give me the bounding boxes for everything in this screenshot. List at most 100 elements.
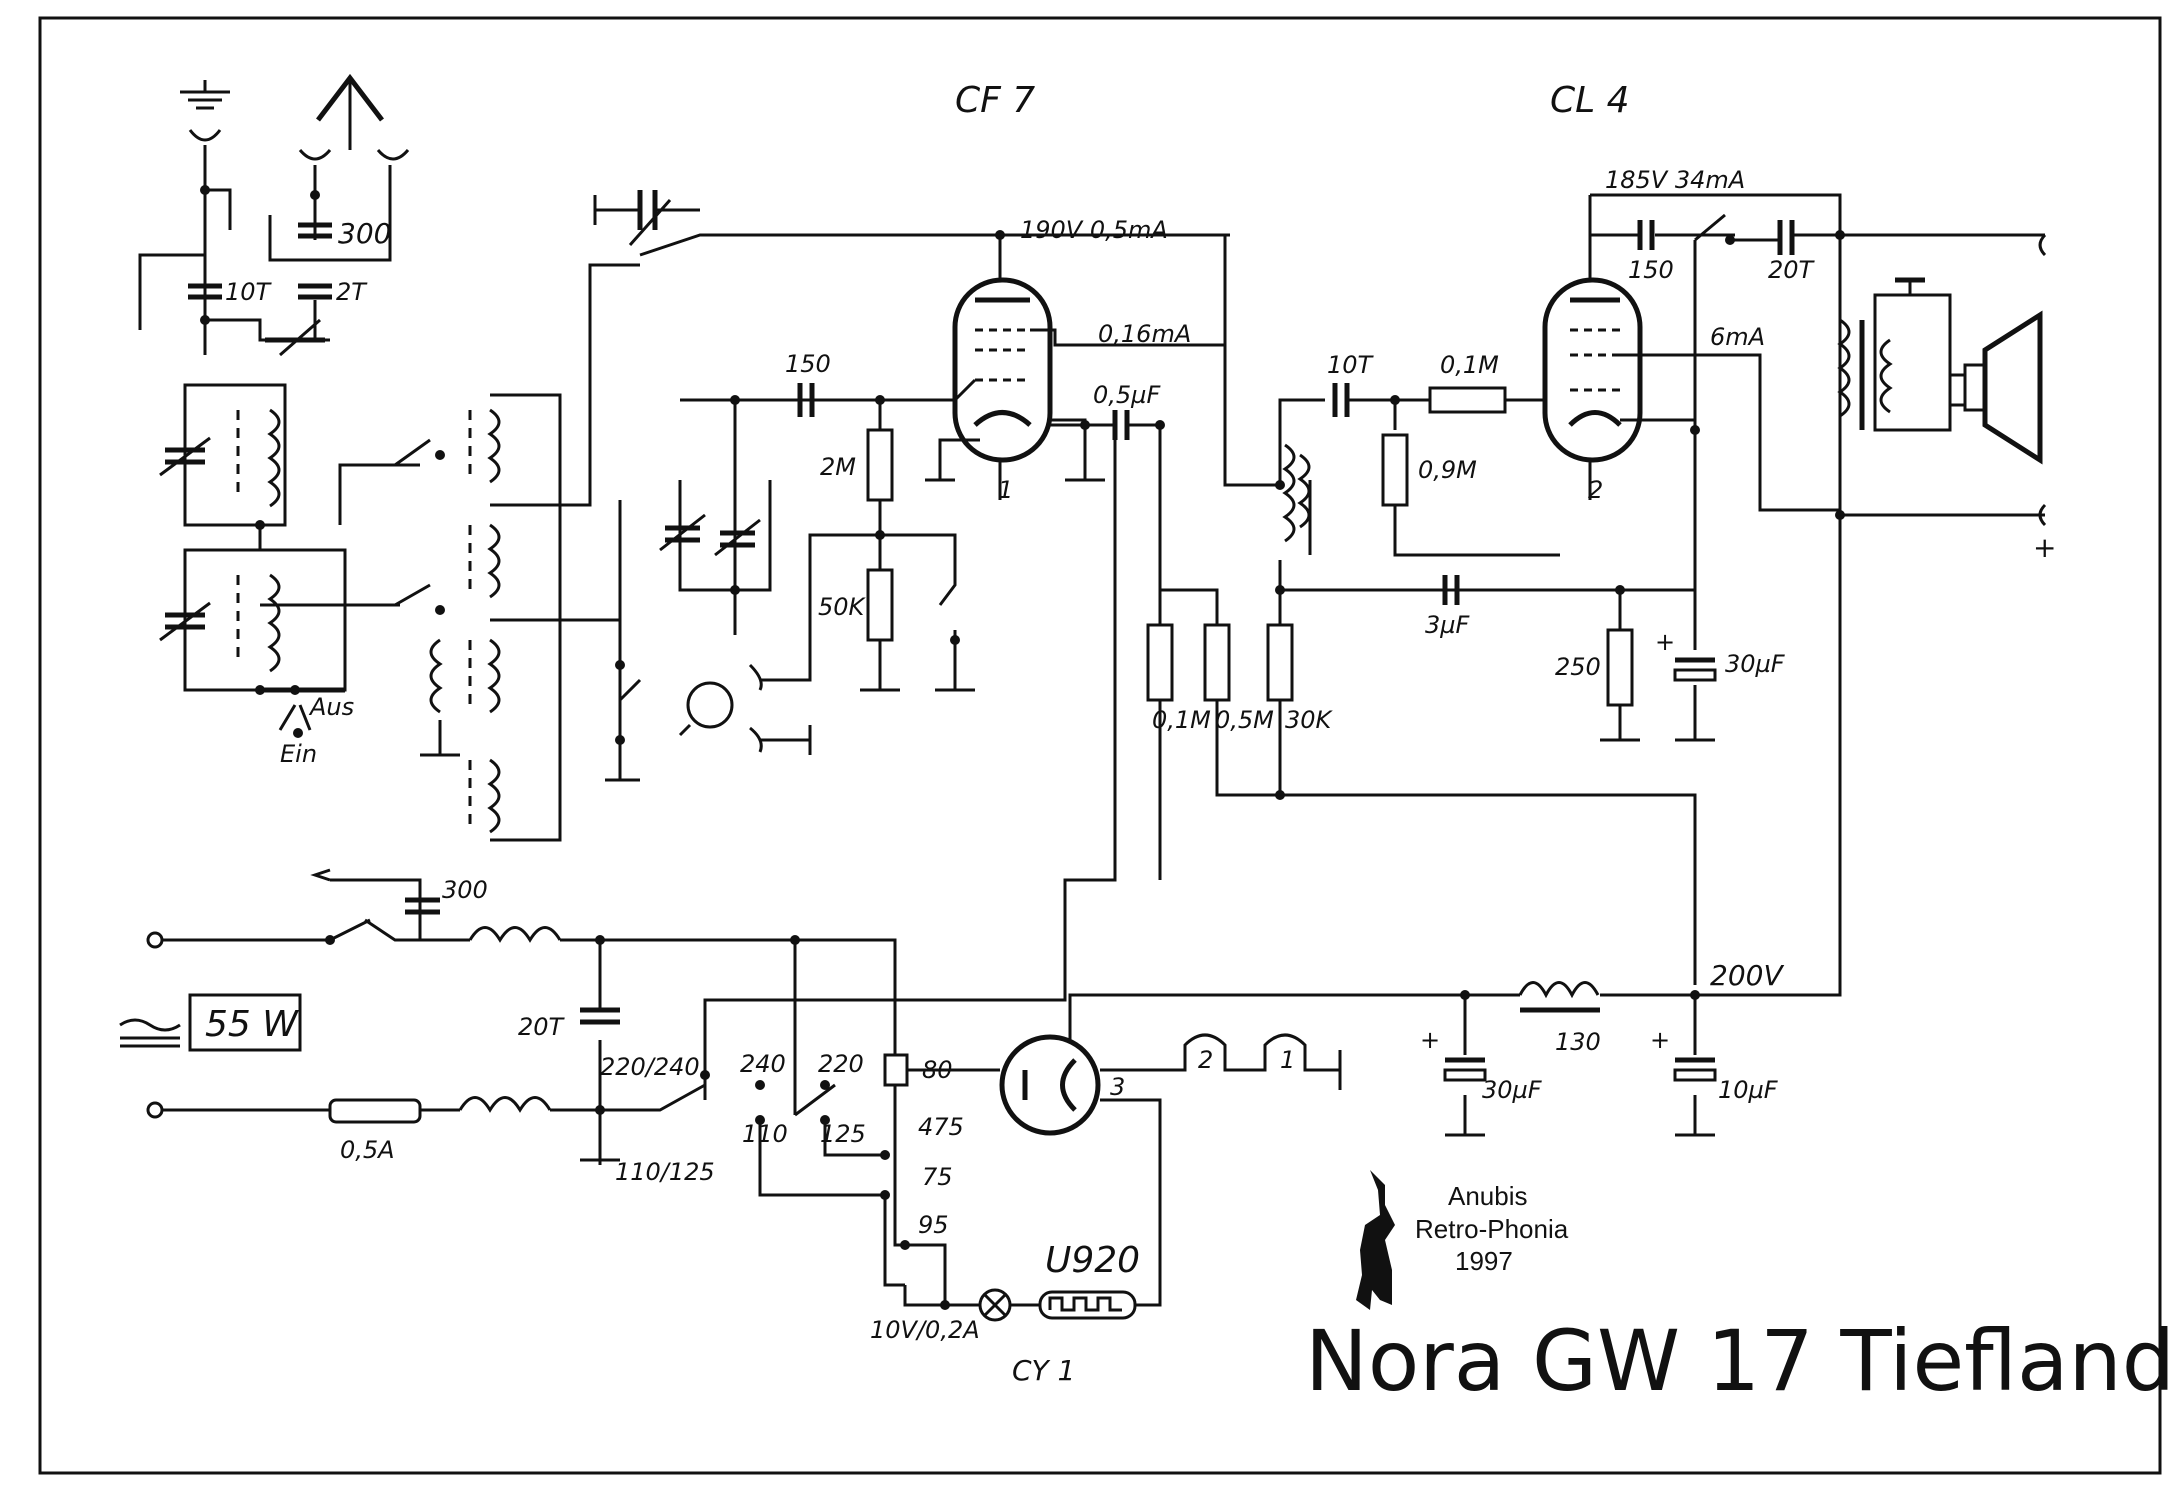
label-t75: 75 bbox=[922, 1163, 953, 1191]
resistor-2M bbox=[866, 428, 894, 502]
label-r01M-divider: 0,1M bbox=[1152, 706, 1211, 734]
anubis-logo bbox=[1356, 1170, 1395, 1310]
band-switch-1 bbox=[340, 438, 445, 467]
coil-lower bbox=[236, 573, 281, 673]
label-plus: + bbox=[2033, 531, 2056, 564]
label-c10uF: 10µF bbox=[1718, 1076, 1779, 1104]
mains-terminal-2 bbox=[146, 1101, 164, 1119]
label-190v: 190V 0,5mA bbox=[1020, 216, 1168, 244]
label-r2M: 2M bbox=[820, 453, 856, 481]
pickup-input-symbol bbox=[678, 663, 812, 755]
capacitor-300-input bbox=[298, 222, 332, 239]
coil-upper bbox=[236, 408, 281, 508]
resistor-30K bbox=[1266, 623, 1294, 702]
label-c150-grid: 150 bbox=[785, 350, 831, 378]
coil-box-lower bbox=[183, 548, 347, 692]
label-tap240: 240 bbox=[740, 1050, 786, 1078]
capacitor-20T-anode bbox=[1777, 220, 1795, 255]
label-tap-220-240: 220/240 bbox=[600, 1053, 700, 1081]
label-c05uF: 0,5µF bbox=[1093, 381, 1161, 409]
tube-cl4 bbox=[1542, 277, 1643, 463]
capacitor-05uF bbox=[1112, 410, 1130, 440]
electrolytic-capacitor-30uF-cathode bbox=[1673, 657, 1717, 682]
label-c3uF: 3µF bbox=[1425, 611, 1471, 639]
label-r250: 250 bbox=[1555, 653, 1601, 681]
label-tube-cy1-text: CY 1 bbox=[1012, 1354, 1075, 1387]
capacitor-2T-input bbox=[298, 283, 332, 300]
diagram-title: Nora GW 17 Tiefland bbox=[1305, 1312, 2175, 1410]
label-c150-anode: 150 bbox=[1628, 256, 1674, 284]
label-c10T-grid: 10T bbox=[1327, 351, 1375, 379]
label-plus-c10: + bbox=[1650, 1026, 1670, 1054]
mains-terminal-1 bbox=[146, 931, 164, 949]
label-c30uF-filter: 30µF bbox=[1482, 1076, 1543, 1104]
label-c2T: 2T bbox=[336, 278, 368, 306]
capacitor-10T-input bbox=[188, 283, 222, 300]
label-filament2: 2 bbox=[1198, 1046, 1213, 1074]
filter-choke-130 bbox=[1518, 981, 1600, 1013]
resistor-01M-divider bbox=[1146, 623, 1174, 702]
credit-line2: Retro-Phonia bbox=[1415, 1214, 1569, 1244]
credit-line3: 1997 bbox=[1455, 1246, 1513, 1276]
label-filament1: 1 bbox=[1280, 1046, 1295, 1074]
variable-capacitor-upper bbox=[159, 436, 211, 477]
resistor-tap-block bbox=[883, 1053, 909, 1087]
output-transformer bbox=[1837, 277, 1952, 432]
label-fuse: 0,5A bbox=[340, 1136, 395, 1164]
label-aus: Aus bbox=[308, 693, 354, 721]
label-r50K: 50K bbox=[818, 593, 867, 621]
label-tap220: 220 bbox=[818, 1050, 864, 1078]
label-tap125: 125 bbox=[820, 1120, 866, 1148]
label-lamp: 10V/0,2A bbox=[870, 1316, 980, 1344]
resistor-250 bbox=[1606, 628, 1634, 707]
variable-capacitor-lower bbox=[159, 601, 211, 642]
label-200v: 200V bbox=[1710, 959, 1784, 992]
loudspeaker-symbol bbox=[1950, 310, 2043, 465]
label-u920: U920 bbox=[1045, 1240, 1140, 1281]
pilot-lamp bbox=[978, 1288, 1012, 1322]
label-c20T-anode: 20T bbox=[1768, 256, 1816, 284]
label-c300-mains: 300 bbox=[442, 876, 488, 904]
capacitor-3uF bbox=[1442, 575, 1460, 605]
choke-mains-lower bbox=[458, 1096, 552, 1113]
trimmer-capacitor-input bbox=[265, 318, 325, 357]
fuse bbox=[328, 1098, 422, 1124]
power-switch bbox=[325, 918, 371, 945]
label-r09M: 0,9M bbox=[1418, 456, 1477, 484]
label-6ma: 6mA bbox=[1710, 323, 1765, 351]
label-tap-110-125: 110/125 bbox=[615, 1158, 715, 1186]
label-tap110: 110 bbox=[742, 1120, 788, 1148]
band-switch-2 bbox=[394, 583, 445, 615]
label-tube-cl4-pin: 2 bbox=[1588, 476, 1603, 504]
label-c30uF-cathode: 30µF bbox=[1725, 650, 1786, 678]
heater-filaments bbox=[1100, 1033, 1340, 1072]
tube-cy1 bbox=[999, 1034, 1101, 1136]
label-rect-pin: 3 bbox=[1110, 1073, 1125, 1101]
ground-symbol bbox=[180, 80, 230, 142]
label-c20T-mains: 20T bbox=[518, 1013, 566, 1041]
capacitor-300-mains bbox=[405, 897, 440, 915]
label-plus-c30-cathode: + bbox=[1655, 628, 1675, 656]
label-c10T: 10T bbox=[225, 278, 273, 306]
label-l130: 130 bbox=[1555, 1028, 1601, 1056]
resistor-09M bbox=[1381, 433, 1409, 507]
tube-cf7 bbox=[952, 277, 1053, 463]
power-rating-box bbox=[188, 993, 302, 1052]
resistor-01M-grid bbox=[1428, 386, 1507, 414]
oscillator-coil-stack bbox=[429, 408, 501, 834]
label-r01M-grid: 0,1M bbox=[1440, 351, 1499, 379]
coupling-transformer-middle bbox=[1282, 443, 1312, 555]
antenna-symbol bbox=[298, 73, 410, 161]
label-tube-cf7-pin: 1 bbox=[998, 476, 1013, 504]
label-r30K: 30K bbox=[1285, 706, 1334, 734]
capacitor-150-anode bbox=[1637, 220, 1655, 250]
label-r05M: 0,5M bbox=[1215, 706, 1274, 734]
label-tube-cf7: CF 7 bbox=[955, 80, 1035, 121]
label-016ma: 0,16mA bbox=[1098, 320, 1191, 348]
capacitor-10T-grid bbox=[1332, 383, 1350, 417]
credit-line1: Anubis bbox=[1448, 1181, 1528, 1211]
label-t475: 475 bbox=[918, 1113, 964, 1141]
resistor-50K bbox=[866, 568, 894, 642]
label-tube-cl4: CL 4 bbox=[1550, 80, 1630, 121]
